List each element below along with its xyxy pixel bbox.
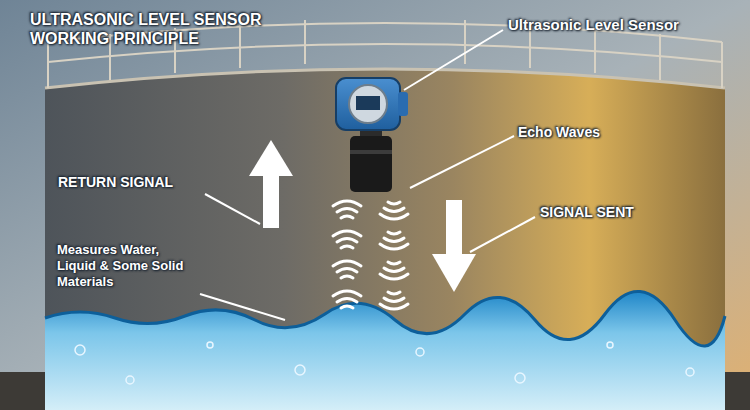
liquid-surface <box>45 291 725 346</box>
ultrasonic-sensor <box>336 78 408 192</box>
diagram-title: ULTRASONIC LEVEL SENSOR WORKING PRINCIPL… <box>30 10 290 48</box>
echo-waves <box>333 201 408 309</box>
sent-arrow <box>432 200 476 292</box>
sensor-label: Ultrasonic Level Sensor <box>508 16 679 34</box>
material-label: Measures Water, Liquid & Some Solid Mate… <box>57 242 185 290</box>
leader-lines <box>200 30 535 320</box>
return-label: RETURN SIGNAL <box>58 174 173 191</box>
sent-label: SIGNAL SENT <box>540 204 634 221</box>
return-arrow <box>249 140 293 228</box>
tank-body <box>45 69 725 410</box>
liquid <box>45 291 725 410</box>
bubbles <box>75 342 694 384</box>
waves-label: Echo Waves <box>518 124 600 141</box>
